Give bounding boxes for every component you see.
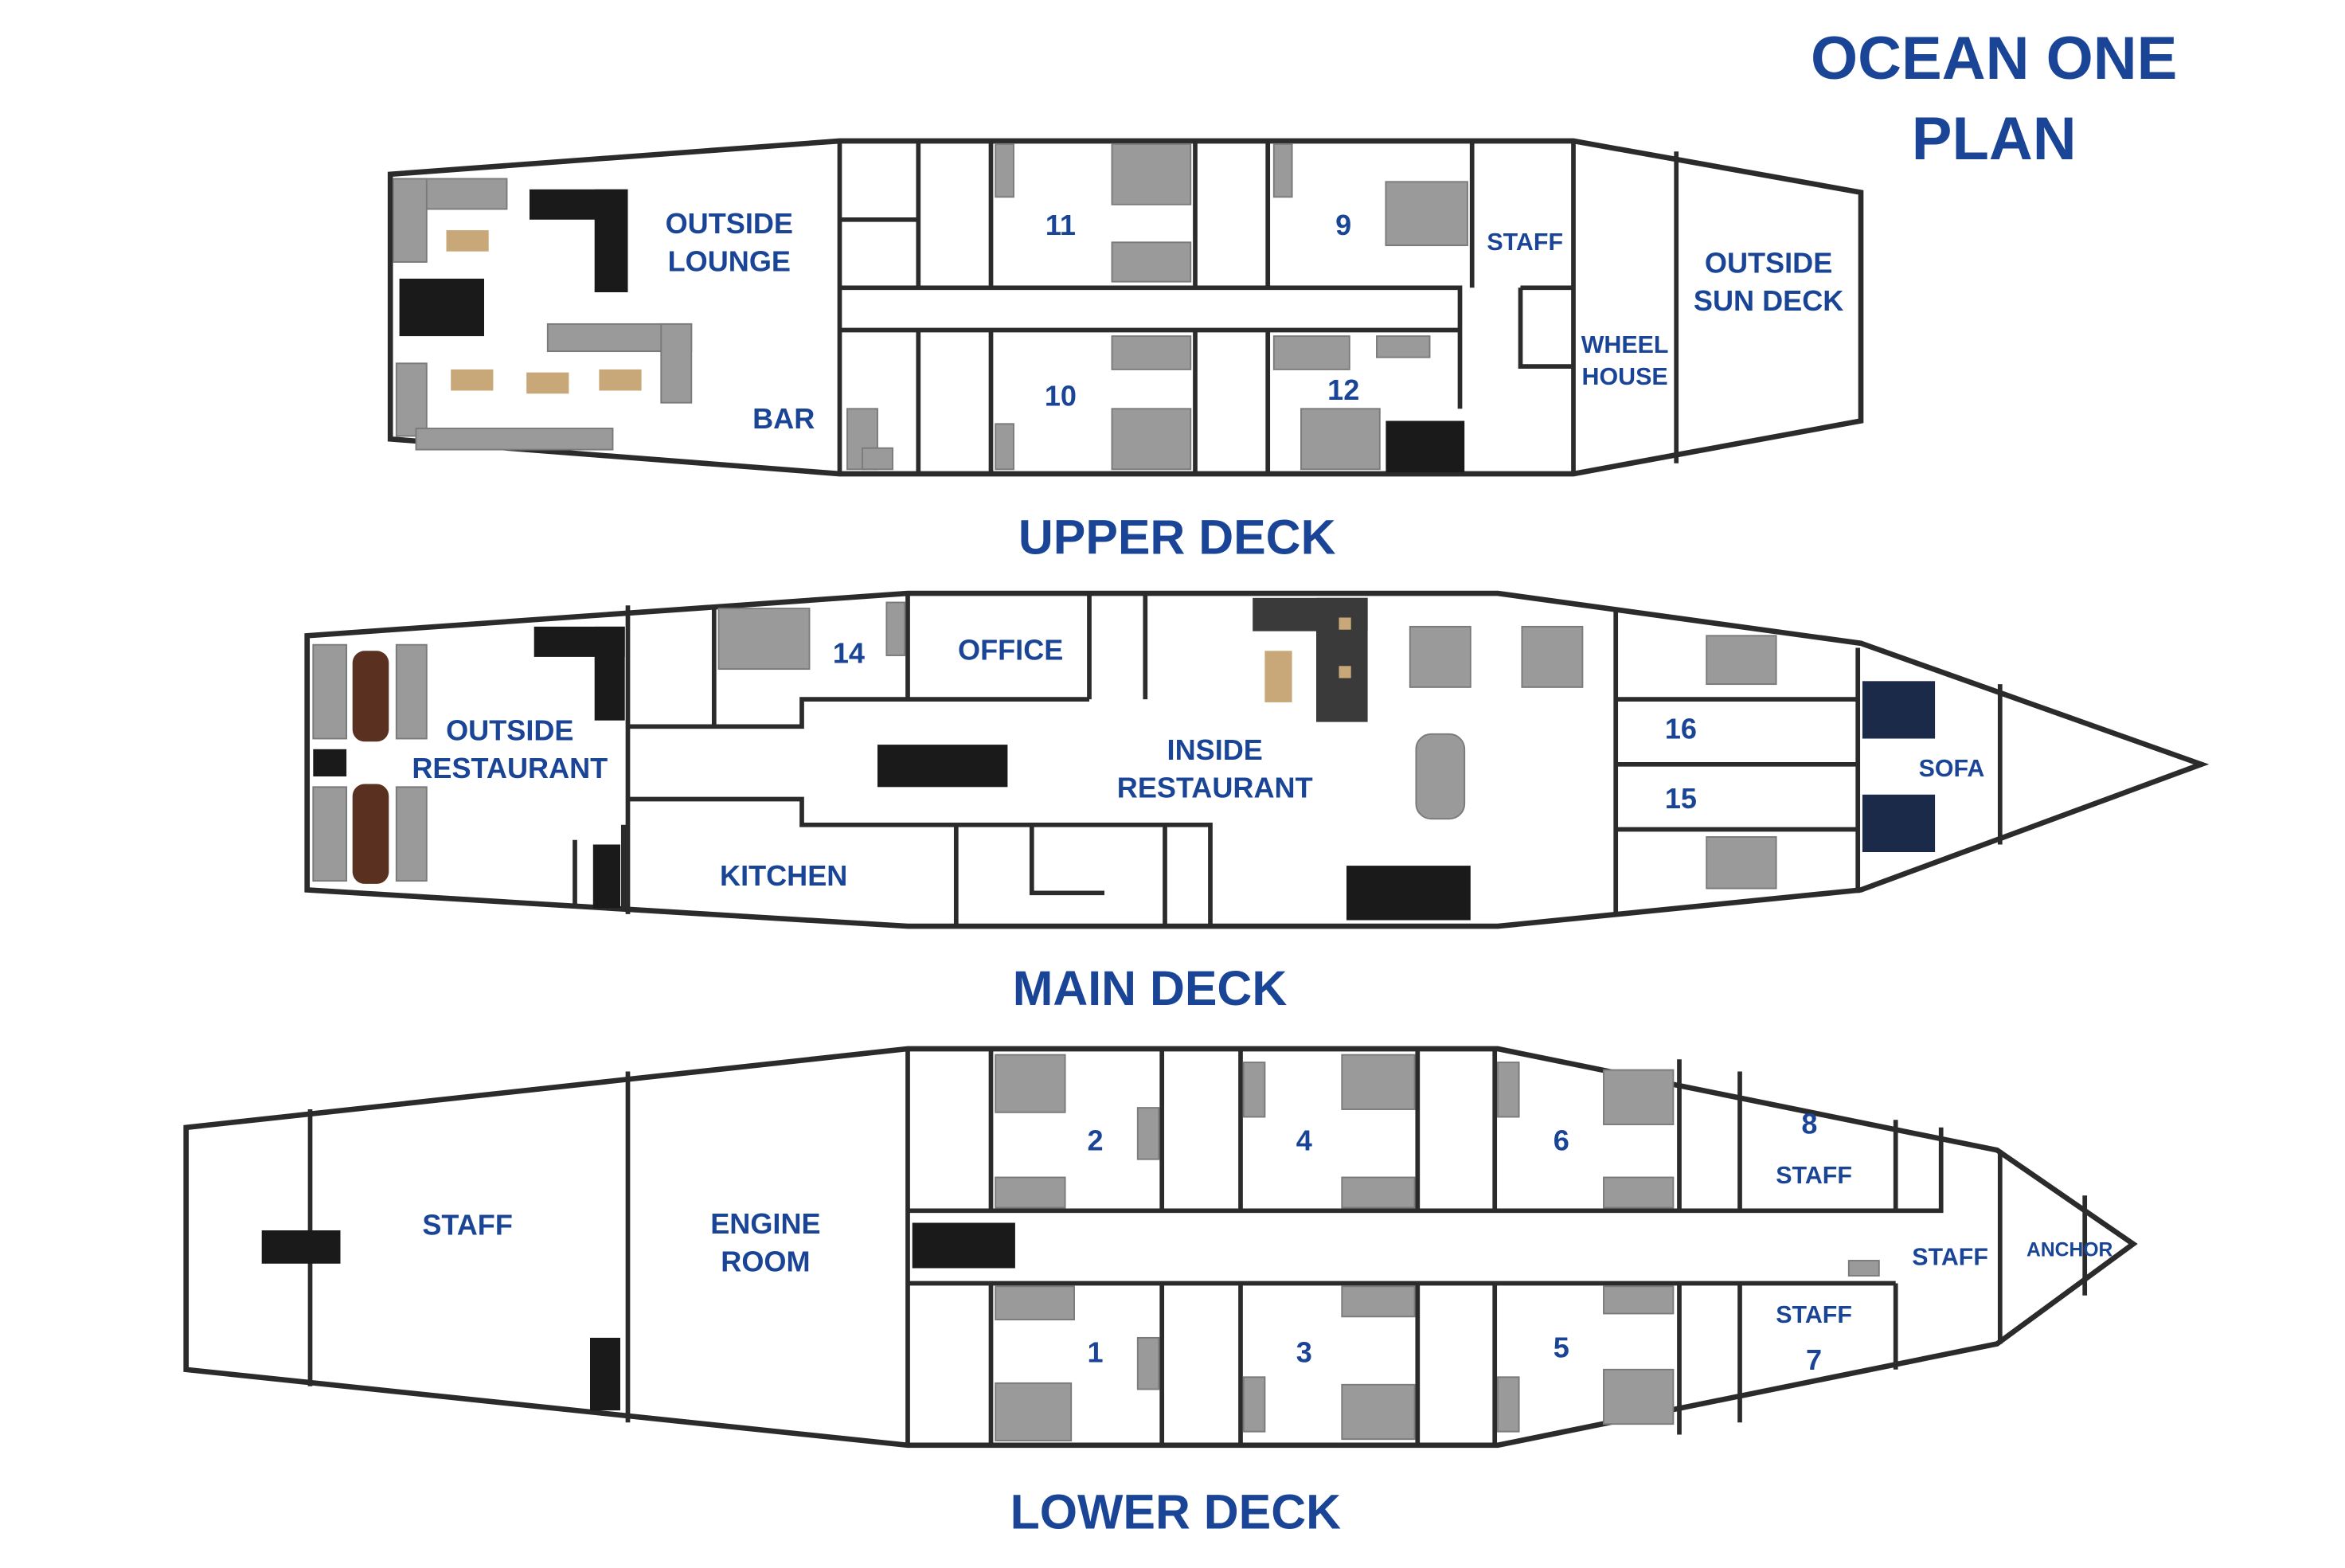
cabin-15: 15 [1665,782,1697,815]
cabin-3: 3 [1296,1335,1312,1368]
deck-label-upper: UPPER DECK [1018,510,1336,565]
room-sofa: SOFA [1919,755,1985,782]
room-staff-7: STAFF [1776,1301,1852,1328]
cabin-7: 7 [1806,1343,1822,1376]
room-engine-room: ENGINE [710,1207,820,1240]
room-inside-restaurant: INSIDE [1167,733,1263,766]
lower-deck: STAFF ENGINE ROOM 2 4 6 8 STAFF 1 3 5 ST… [183,1046,2138,1539]
room-staff-fwd: STAFF [1912,1244,1988,1271]
room-office: OFFICE [958,634,1063,667]
deck-label-lower: LOWER DECK [1010,1484,1342,1539]
upper-deck: OUTSIDE LOUNGE BAR 11 9 10 12 STAFF WHEE… [387,138,1864,565]
cabin-11: 11 [1045,209,1076,241]
room-outside-restaurant: OUTSIDE [446,714,573,746]
cabin-12: 12 [1327,373,1359,406]
cabin-9: 9 [1335,209,1351,241]
cabin-8: 8 [1801,1107,1817,1140]
cabin-4: 4 [1296,1124,1312,1156]
cabin-1: 1 [1088,1335,1104,1368]
cabin-16: 16 [1665,713,1697,745]
room-outside-sun-deck: SUN DECK [1694,284,1843,317]
cabin-6: 6 [1554,1124,1569,1156]
room-inside-restaurant: RESTAURANT [1117,772,1313,804]
room-engine-room: ROOM [721,1245,810,1277]
room-outside-restaurant: RESTAURANT [412,752,608,784]
deck-label-main: MAIN DECK [1013,961,1288,1015]
room-staff: STAFF [1487,229,1563,256]
cabin-10: 10 [1045,380,1077,413]
room-outside-lounge: OUTSIDE [666,207,793,240]
room-bar: BAR [752,402,815,435]
cabin-5: 5 [1554,1331,1569,1364]
room-staff-aft: STAFF [422,1209,513,1241]
room-wheel-house: HOUSE [1582,363,1668,390]
room-wheel-house: WHEEL [1581,331,1669,358]
room-outside-lounge: LOUNGE [668,244,791,277]
room-anchor: ANCHOR [2026,1239,2113,1261]
plan-title-line2: PLAN [1912,105,2077,173]
plan-title-line1: OCEAN ONE [1811,25,2177,92]
room-kitchen: KITCHEN [720,859,847,892]
room-outside-sun-deck: OUTSIDE [1705,246,1832,279]
cabin-14: 14 [833,637,865,670]
room-staff-8: STAFF [1776,1162,1852,1189]
main-deck: OUTSIDE RESTAURANT 14 OFFICE INSIDE REST… [304,590,2210,1015]
cabin-2: 2 [1088,1124,1104,1156]
